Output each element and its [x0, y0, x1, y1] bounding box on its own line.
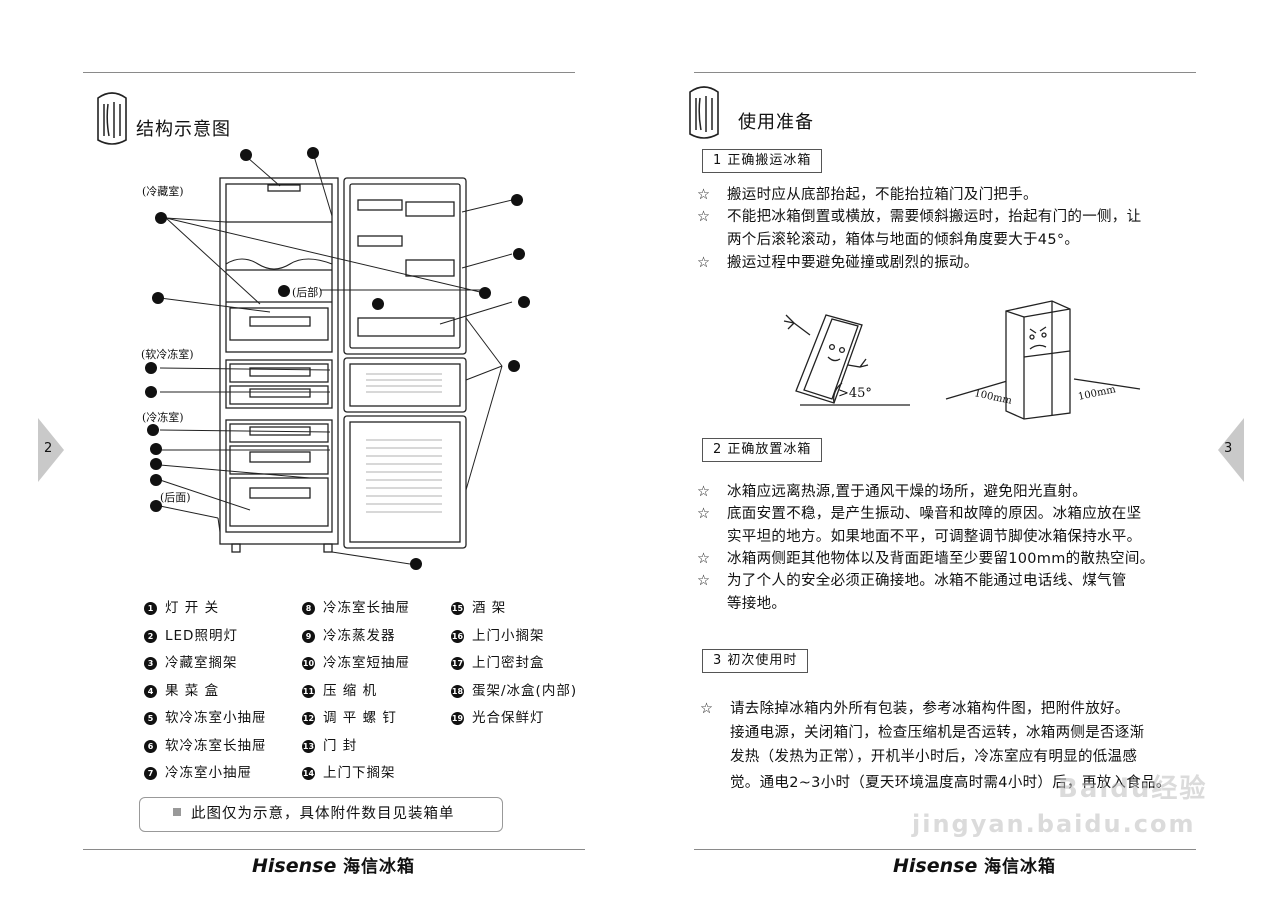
bullet-item: ☆冰箱应远离热源,置于通风干燥的场所，避免阳光直射。: [697, 484, 1088, 500]
fridge-structure-diagram: [159, 155, 513, 565]
diagram-marker-7: [147, 424, 159, 436]
label-soft-freeze-compartment: (软冷冻室): [141, 348, 194, 361]
section-heading: 2 正确放置冰箱: [702, 438, 823, 462]
label-rear: (后部): [292, 286, 323, 299]
page-number-tab-left: 2: [38, 418, 64, 482]
angle-label: >45°: [838, 386, 872, 401]
bullet-item: ☆搬运时应从底部抬起，不能抬拉箱门及门把手。: [697, 187, 1038, 203]
watermark-url: jingyan.baidu.com: [912, 810, 1196, 838]
bullet-item: ☆搬运过程中要避免碰撞或剧烈的振动。: [697, 255, 979, 271]
bullet-continuation: 接通电源，关闭箱门，检查压缩机是否运转，冰箱两侧是否逐渐: [730, 725, 1145, 741]
diagram-marker-11: [150, 500, 162, 512]
watermark-brand: Baidu经验: [1058, 774, 1208, 804]
square-bullet-icon: [173, 808, 181, 816]
diagram-marker-5: [145, 362, 157, 374]
diagram-marker-15: [479, 287, 491, 299]
diagram-marker-13: [508, 360, 520, 372]
clearance-illustration: [945, 300, 1141, 420]
diagram-marker-14: [518, 296, 530, 308]
right-bottom-rule: [694, 849, 1196, 850]
diagram-marker-9: [150, 458, 162, 470]
diagram-marker-16: [513, 248, 525, 260]
left-bottom-rule: [83, 849, 585, 850]
label-freezer-compartment: (冷冻室): [142, 411, 184, 424]
footer-brand-right: Hisense 海信冰箱: [893, 855, 1056, 877]
diagram-note: 此图仅为示意，具体附件数目见装箱单: [139, 797, 503, 832]
diagram-marker-17: [511, 194, 523, 206]
bullet-continuation: 发热（发热为正常），开机半小时后，冷冻室应有明显的低温感: [730, 749, 1138, 765]
brand-icon: [689, 86, 719, 139]
diagram-marker-6: [145, 386, 157, 398]
bullet-continuation: 觉。通电2~3小时（夏天环境温度高时需4小时）后，再放入食品。: [730, 775, 1171, 791]
bullet-continuation: 两个后滚轮滚动，箱体与地面的倾斜角度要大于45°。: [727, 232, 1080, 248]
bullet-item: ☆为了个人的安全必须正确接地。冰箱不能通过电话线、煤气管: [697, 573, 1127, 589]
diagram-marker-8: [150, 443, 162, 455]
tilt-carry-illustration: [783, 314, 910, 406]
diagram-marker-3: [155, 212, 167, 224]
page-number-tab-right: 3: [1218, 418, 1244, 482]
diagram-marker-12: [410, 558, 422, 570]
diagram-marker-1: [307, 147, 319, 159]
right-top-rule: [694, 72, 1196, 73]
bullet-item: ☆不能把冰箱倒置或横放，需要倾斜搬运时，抬起有门的一侧，让: [697, 209, 1142, 225]
section-heading: 3 初次使用时: [702, 649, 809, 673]
page-title: 结构示意图: [136, 119, 231, 140]
bullet-item: ☆冰箱两侧距其他物体以及背面距墙至少要留100mm的散热空间。: [697, 551, 1155, 567]
diagram-marker-10: [150, 474, 162, 486]
bullet-continuation: 等接地。: [727, 596, 787, 612]
diagram-marker-18: [372, 298, 384, 310]
diagram-marker-4: [152, 292, 164, 304]
left-top-rule: [83, 72, 575, 73]
label-back: (后面): [160, 491, 191, 504]
bullet-item: ☆底面安置不稳，是产生振动、噪音和故障的原因。冰箱应放在坚: [697, 506, 1142, 522]
section-heading: 1 正确搬运冰箱: [702, 149, 823, 173]
footer-brand-left: Hisense 海信冰箱: [252, 855, 415, 877]
page-title: 使用准备: [738, 112, 814, 133]
bullet-continuation: 实平坦的地方。如果地面不平，可调整调节脚使冰箱保持水平。: [727, 529, 1142, 545]
label-fridge-compartment: (冷藏室): [142, 185, 184, 198]
bullet-item: ☆请去除掉冰箱内外所有包装，参考冰箱构件图，把附件放好。: [700, 701, 1130, 717]
diagram-marker-2: [240, 149, 252, 161]
diagram-marker-19: [278, 285, 290, 297]
brand-icon: [97, 92, 127, 145]
